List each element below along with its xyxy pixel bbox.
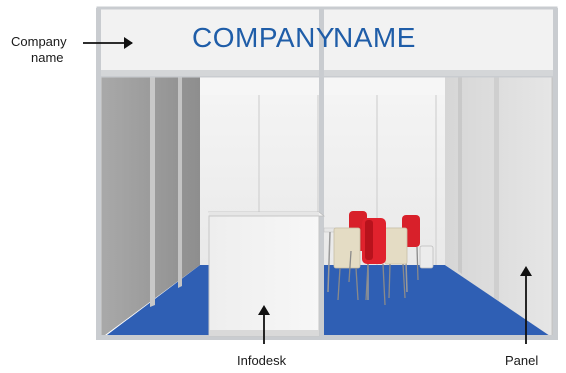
arrow-icon [258, 305, 270, 344]
infodesk-label: Infodesk [237, 353, 287, 368]
company-name-label: Company [11, 34, 67, 49]
frame-posts [96, 8, 558, 340]
arrow-icon [83, 37, 133, 49]
company-name-fascia [96, 6, 558, 78]
company-name-label-line2: name [31, 50, 64, 65]
fascia-text-left: COMPANY [192, 22, 335, 53]
left-side-wall [100, 76, 200, 338]
panel-label: Panel [505, 353, 539, 368]
fascia-text-right: NAME [333, 22, 416, 53]
arrow-icon [520, 266, 532, 344]
info-desk [207, 211, 326, 337]
table-and-chairs [323, 211, 434, 306]
